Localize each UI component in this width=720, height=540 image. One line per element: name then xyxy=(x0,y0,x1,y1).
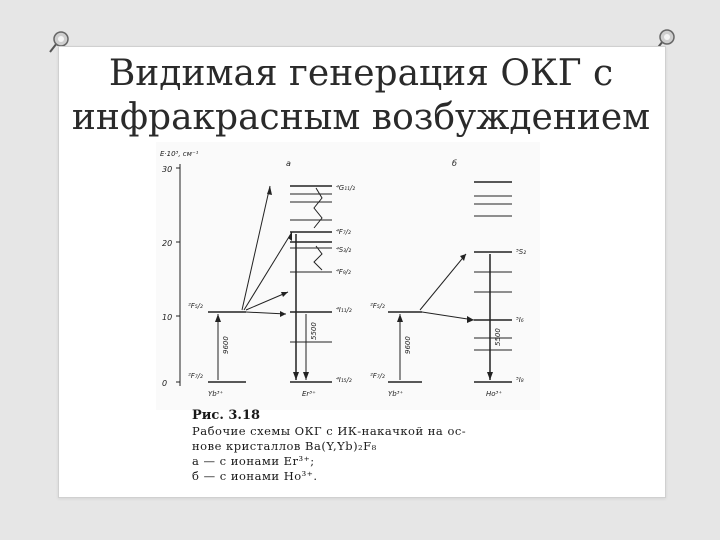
slide-title: Видимая генерация ОКГ с инфракрасным воз… xyxy=(58,52,664,140)
er-ion-label: Er³⁺ xyxy=(302,390,316,398)
yb-lower-level-label: ²F₇/₂ xyxy=(188,372,203,380)
caption-line-2: нове кристаллов Ba(Y,Yb)₂F₈ xyxy=(192,439,377,453)
title-line-1: Видимая генерация ОКГ с xyxy=(108,53,614,94)
yb-value-label: 9600 xyxy=(222,336,230,354)
energy-level-diagram: E·10³, см⁻¹ 30 20 10 0 а б ²F₅/₂ ²F₇/₂ 9… xyxy=(156,142,540,410)
er-level-label: ⁴F₉/₂ xyxy=(336,268,351,276)
caption-line-1: Рабочие схемы ОКГ с ИК-накачкой на ос- xyxy=(192,424,467,438)
yb-value-label: 9600 xyxy=(404,336,412,354)
y-tick-10: 10 xyxy=(162,313,172,322)
ho-level-label: ⁵I₈ xyxy=(516,376,524,384)
ho-value-label: 5500 xyxy=(494,328,502,346)
y-axis-label: E·10³, см⁻¹ xyxy=(160,150,199,158)
caption-item-a: а — с ионами Er³⁺; xyxy=(192,454,315,468)
yb-lower-level-label: ²F₇/₂ xyxy=(370,372,385,380)
pushpin-icon xyxy=(49,31,69,53)
yb-ion-label: Yb³⁺ xyxy=(388,390,404,398)
er-value-label: 5500 xyxy=(310,322,318,340)
panel-a-label: а xyxy=(286,159,291,168)
yb-upper-level-label: ²F₅/₂ xyxy=(188,302,203,310)
ho-level-label: ⁵S₂ xyxy=(516,248,526,256)
figure-caption: Рис. 3.18 Рабочие схемы ОКГ с ИК-накачко… xyxy=(192,408,512,484)
y-tick-20: 20 xyxy=(162,239,172,248)
pushpin-icon xyxy=(655,29,675,51)
figure-number: Рис. 3.18 xyxy=(192,408,261,423)
ho-level-label: ⁵I₆ xyxy=(516,316,524,324)
er-level-label: ⁴F₇/₂ xyxy=(336,228,351,236)
y-tick-30: 30 xyxy=(162,165,172,174)
caption-item-b: б — с ионами Ho³⁺. xyxy=(192,469,318,483)
yb-upper-level-label: ²F₅/₂ xyxy=(370,302,385,310)
panel-b-label: б xyxy=(452,159,457,168)
yb-ion-label: Yb³⁺ xyxy=(208,390,224,398)
ho-ion-label: Ho³⁺ xyxy=(486,390,502,398)
title-line-2: инфракрасным возбуждением xyxy=(71,97,651,138)
er-level-label: ⁴I₁₅/₂ xyxy=(336,376,352,384)
er-level-label: ⁴G₁₁/₂ xyxy=(336,184,355,192)
y-tick-0: 0 xyxy=(162,379,167,388)
er-level-label: ⁴S₃/₂ xyxy=(336,246,351,254)
er-level-label: ⁴I₁₁/₂ xyxy=(336,306,352,314)
